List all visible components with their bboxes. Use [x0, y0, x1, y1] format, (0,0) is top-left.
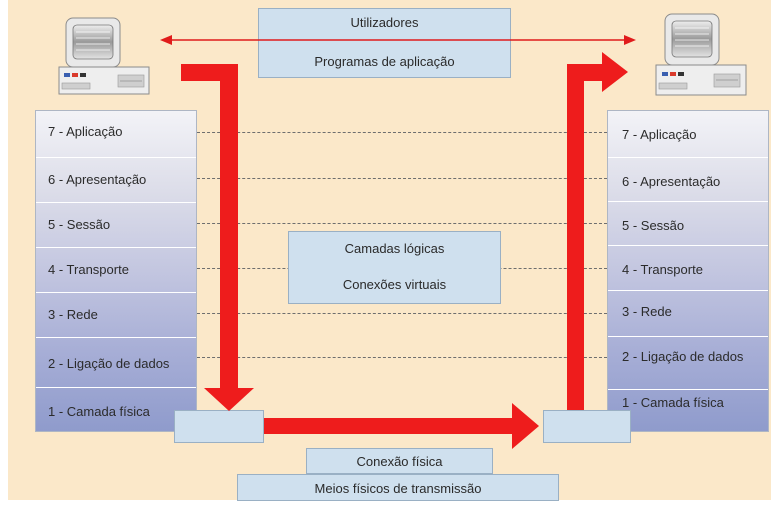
physical-connection-label: Conexão física	[356, 454, 443, 469]
users-double-arrow	[160, 35, 636, 45]
computer-icon-right	[655, 13, 747, 96]
left-layer-2: 2 - Ligação de dados	[36, 337, 196, 387]
right-layer-1: 1 - Camada física	[608, 389, 768, 433]
dashed-connector	[197, 313, 607, 314]
right-layer-3: 3 - Rede	[608, 290, 768, 336]
dashed-connector	[197, 357, 607, 358]
left-layer-7: 7 - Aplicação	[48, 124, 123, 139]
left-physical-port-box	[174, 410, 264, 443]
data-flow-horizontal-arrow	[264, 403, 539, 449]
dashed-connector	[197, 223, 607, 224]
computer-icon-left	[58, 17, 150, 95]
right-physical-port-box	[543, 410, 631, 443]
right-layer-2: 2 - Ligação de dados	[608, 336, 768, 389]
virtual-connections-label: Conexões virtuais	[342, 277, 447, 292]
left-layer-4: 4 - Transporte	[36, 247, 196, 292]
left-osi-stack: 7 - Aplicação 6 - Apresentação 5 - Sessã…	[35, 110, 197, 432]
right-layer-5: 5 - Sessão	[608, 201, 768, 245]
data-flow-up-arrow	[567, 52, 628, 410]
transmission-media-box: Meios físicos de transmissão	[237, 474, 559, 501]
center-box: Camadas lógicas Conexões virtuais	[288, 231, 501, 304]
users-label: Utilizadores	[350, 15, 419, 30]
physical-connection-box: Conexão física	[306, 448, 493, 474]
application-programs-label: Programas de aplicação	[314, 54, 455, 69]
left-layer-5: 5 - Sessão	[36, 202, 196, 247]
left-layer-3: 3 - Rede	[36, 292, 196, 337]
right-osi-stack: 7 - Aplicação 6 - Apresentação 5 - Sessã…	[607, 110, 769, 432]
right-layer-4: 4 - Transporte	[608, 245, 768, 290]
dashed-connector	[197, 132, 607, 133]
transmission-media-label: Meios físicos de transmissão	[314, 481, 482, 496]
left-layer-6: 6 - Apresentação	[36, 157, 196, 202]
left-layer-1: 1 - Camada física	[36, 387, 196, 433]
dashed-connector	[197, 178, 607, 179]
logical-layers-label: Camadas lógicas	[344, 241, 445, 256]
data-flow-down-arrow	[181, 64, 254, 411]
top-box: Utilizadores Programas de aplicação	[258, 8, 511, 78]
right-layer-6: 6 - Apresentação	[608, 157, 768, 201]
right-layer-7: 7 - Aplicação	[622, 127, 697, 142]
